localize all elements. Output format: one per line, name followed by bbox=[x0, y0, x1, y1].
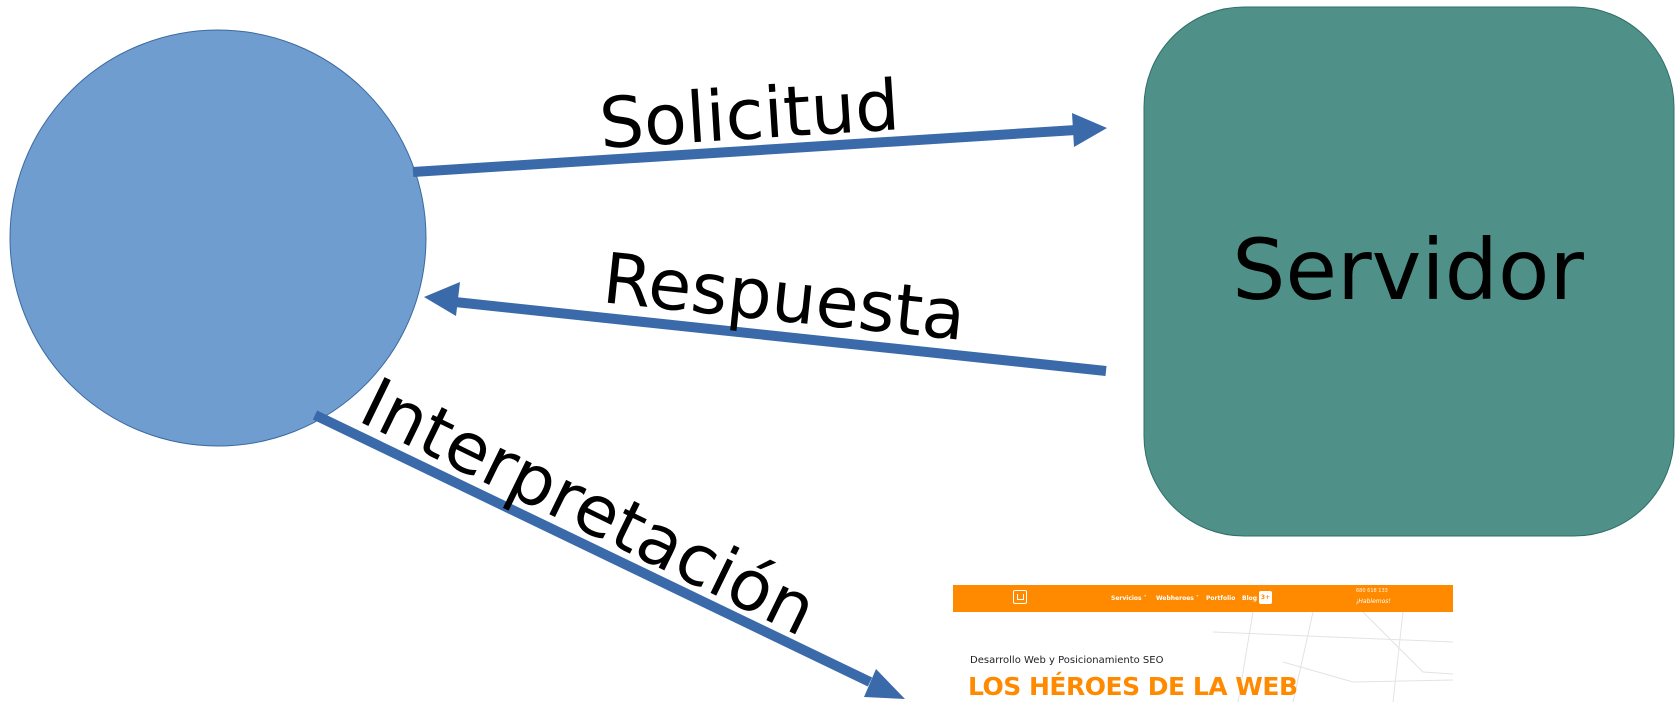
interpretation-label: Interpretación bbox=[349, 362, 829, 652]
request-label: Solicitud bbox=[597, 64, 902, 165]
preview-headline: LOS HÉROES DE LA WEB bbox=[968, 672, 1298, 701]
preview-navbar: Servicios ˅ Webheroes ˅ Portfolio Blog 3… bbox=[953, 585, 1453, 612]
website-preview: Servicios ˅ Webheroes ˅ Portfolio Blog 3… bbox=[953, 585, 1453, 702]
preview-nav-portfolio[interactable]: Portfolio bbox=[1206, 595, 1236, 602]
preview-cta-link[interactable]: ¡Hablemos! bbox=[1356, 598, 1391, 605]
server-label: Servidor bbox=[1232, 221, 1584, 319]
preview-nav-badge[interactable]: 3+ bbox=[1259, 591, 1272, 604]
preview-nav-servicios[interactable]: Servicios ˅ bbox=[1111, 595, 1147, 602]
preview-logo-icon bbox=[1013, 590, 1027, 604]
interpretation-arrow bbox=[312, 410, 905, 699]
request-arrow bbox=[412, 113, 1107, 177]
preview-phone[interactable]: 680 618 133 bbox=[1356, 588, 1388, 594]
response-arrow bbox=[424, 282, 1107, 376]
server-node bbox=[1143, 6, 1675, 537]
preview-nav-blog[interactable]: Blog bbox=[1242, 595, 1258, 602]
preview-nav-webheroes[interactable]: Webheroes ˅ bbox=[1156, 595, 1199, 602]
client-node bbox=[9, 29, 427, 447]
preview-subtitle: Desarrollo Web y Posicionamiento SEO bbox=[970, 655, 1164, 666]
preview-background-pattern bbox=[1212, 612, 1453, 702]
